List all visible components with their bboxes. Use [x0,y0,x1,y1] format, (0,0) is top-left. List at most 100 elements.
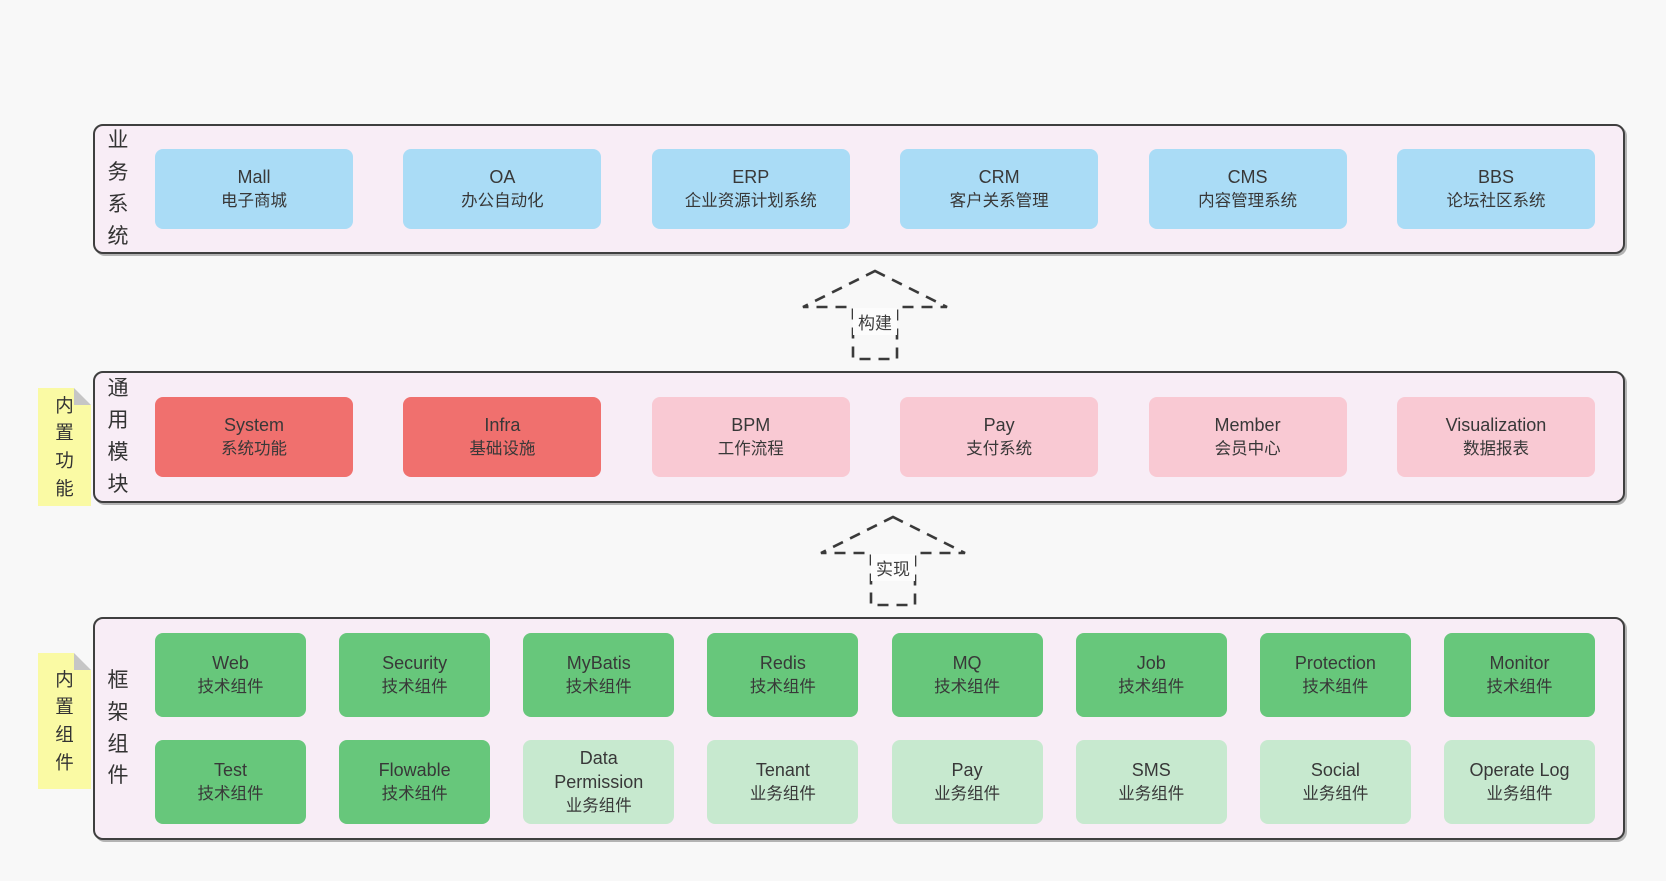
component-subtitle: 技术组件 [1302,677,1369,696]
component-box-web: Web 技术组件 [155,633,306,717]
sticky-note-built-in-features: 内置功能 [38,388,91,506]
module-box-mall: Mall 电子商城 [155,149,353,229]
module-box-system: System 系统功能 [155,397,353,477]
component-title: MyBatis [566,653,631,674]
band-box-row: Mall 电子商城 OA 办公自动化 ERP 企业资源计划系统 CRM 客户关系… [131,149,1623,229]
component-box-data-permission: Data Permission 业务组件 [523,740,675,824]
module-box-bbs: BBS 论坛社区系统 [1396,149,1595,229]
module-title: Member [1214,415,1281,436]
component-subtitle: 业务组件 [1486,784,1553,803]
component-title: Operate Log [1469,760,1570,781]
component-title: Redis [759,653,806,674]
component-title: Protection [1294,653,1376,674]
component-box-monitor: Monitor 技术组件 [1443,633,1595,717]
component-box-redis: Redis 技术组件 [707,633,859,717]
component-title: Tenant [755,760,810,781]
module-title: System [223,415,284,436]
module-subtitle: 会员中心 [1214,439,1281,458]
component-title: Security [382,653,448,674]
arrow-build-label: 构建 [853,308,897,335]
component-subtitle: 技术组件 [197,677,264,696]
component-subtitle: 技术组件 [934,677,1001,696]
component-box-mq: MQ 技术组件 [891,633,1043,717]
component-subtitle: 业务组件 [1302,784,1369,803]
module-subtitle: 工作流程 [717,439,784,458]
component-title: Monitor [1489,653,1550,674]
component-box-tenant: Tenant 业务组件 [707,740,859,824]
component-box-job: Job 技术组件 [1075,633,1227,717]
module-box-bpm: BPM 工作流程 [651,397,850,477]
module-title: Infra [484,415,521,436]
component-title: Job [1136,653,1166,674]
module-box-pay: Pay 支付系统 [900,397,1099,477]
component-subtitle: 技术组件 [1486,677,1553,696]
component-title: Flowable [378,760,451,781]
component-box-security: Security 技术组件 [339,633,491,717]
module-box-infra: Infra 基础设施 [403,397,602,477]
module-subtitle: 论坛社区系统 [1446,191,1546,210]
component-subtitle: 业务组件 [565,796,632,815]
module-title: OA [489,167,516,188]
band-label: 框架组件 [107,668,129,788]
arrow-implement-label: 实现 [871,554,915,581]
module-title: ERP [732,167,770,188]
component-subtitle: 业务组件 [1118,784,1185,803]
module-subtitle: 数据报表 [1462,439,1529,458]
module-title: Pay [983,415,1015,436]
band-rows: Web 技术组件 Security 技术组件 MyBatis 技术组件 Redi… [131,633,1623,824]
module-subtitle: 办公自动化 [461,191,544,210]
component-box-pay: Pay 业务组件 [891,740,1043,824]
module-title: Mall [237,167,271,188]
band-label: 业务系统 [107,129,129,248]
component-subtitle: 技术组件 [749,677,816,696]
component-subtitle: 技术组件 [381,677,448,696]
component-subtitle: 技术组件 [1118,677,1185,696]
band-common-modules: 通用模块 System 系统功能 Infra 基础设施 BPM 工作流程 Pay… [93,371,1625,503]
component-box-protection: Protection 技术组件 [1259,633,1411,717]
component-title: Social [1310,760,1360,781]
module-box-oa: OA 办公自动化 [403,149,602,229]
component-title: SMS [1131,760,1171,781]
module-subtitle: 基础设施 [469,439,536,458]
component-box-sms: SMS 业务组件 [1075,740,1227,824]
component-subtitle: 技术组件 [565,677,632,696]
component-subtitle: 技术组件 [197,784,264,803]
module-title: CRM [978,167,1020,188]
module-title: BBS [1477,167,1514,188]
module-subtitle: 企业资源计划系统 [684,191,817,210]
component-subtitle: 业务组件 [934,784,1001,803]
module-box-member: Member 会员中心 [1148,397,1347,477]
band-box-row: Test 技术组件 Flowable 技术组件 Data Permission … [131,740,1623,824]
module-box-visualization: Visualization 数据报表 [1396,397,1595,477]
component-box-operate-log: Operate Log 业务组件 [1443,740,1595,824]
component-title: Test [213,760,247,781]
band-framework-components: 框架组件 Web 技术组件 Security 技术组件 MyBatis 技术组件… [93,617,1625,840]
module-subtitle: 客户关系管理 [949,191,1049,210]
module-subtitle: 内容管理系统 [1198,191,1298,210]
component-title: Data Permission [554,748,644,793]
component-title: Web [212,653,249,674]
module-box-cms: CMS 内容管理系统 [1148,149,1347,229]
component-box-social: Social 业务组件 [1259,740,1411,824]
component-subtitle: 业务组件 [749,784,816,803]
band-label: 通用模块 [107,377,129,496]
band-business-systems: 业务系统 Mall 电子商城 OA 办公自动化 ERP 企业资源计划系统 CRM… [93,124,1625,254]
module-subtitle: 支付系统 [966,439,1033,458]
module-subtitle: 系统功能 [221,439,287,458]
module-title: CMS [1227,167,1268,188]
module-title: BPM [731,415,771,436]
component-box-flowable: Flowable 技术组件 [339,740,491,824]
sticky-note-built-in-components: 内置组件 [38,653,91,789]
sticky-note-text: 内置组件 [55,668,74,773]
arrow-implement: 实现 [818,514,968,608]
arrow-build: 构建 [800,268,950,362]
component-subtitle: 技术组件 [381,784,448,803]
band-box-row: System 系统功能 Infra 基础设施 BPM 工作流程 Pay 支付系统… [131,397,1623,477]
band-box-row: Web 技术组件 Security 技术组件 MyBatis 技术组件 Redi… [131,633,1623,717]
module-box-crm: CRM 客户关系管理 [900,149,1099,229]
sticky-note-text: 内置功能 [55,394,74,499]
component-box-test: Test 技术组件 [155,740,306,824]
module-box-erp: ERP 企业资源计划系统 [651,149,850,229]
module-title: Visualization [1445,415,1547,436]
